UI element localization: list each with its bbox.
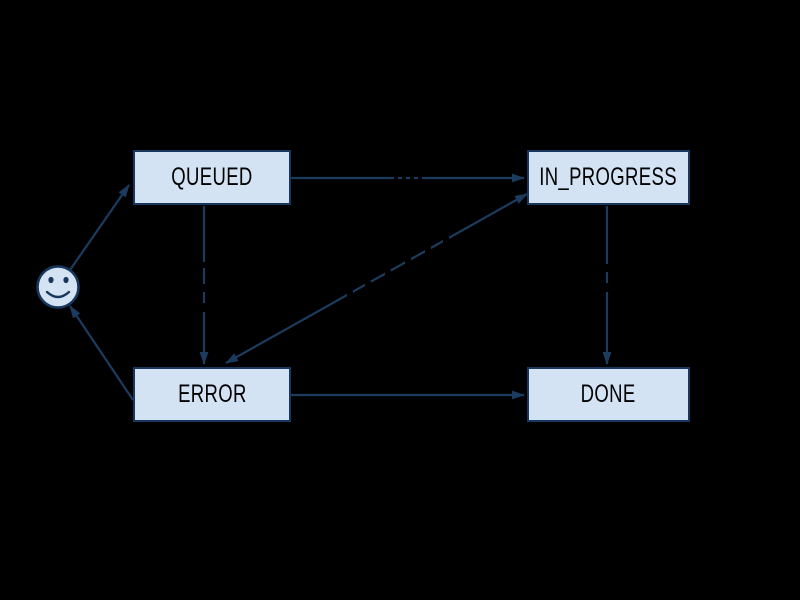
state-label-done: DONE [581,380,636,408]
state-node-queued: QUEUED [133,150,291,205]
state-node-done: DONE [527,367,690,422]
state-label-in-progress: IN_PROGRESS [539,163,678,191]
smiley-left-eye [48,276,54,284]
state-node-in-progress: IN_PROGRESS [527,150,690,205]
start-state-smiley-icon [36,265,80,309]
edge-error-to-start [69,305,134,401]
edge-in-progress-error-bidirectional [225,193,528,364]
state-label-error: ERROR [177,380,247,408]
state-node-error: ERROR [133,367,291,422]
edge-start-to-queued [69,184,130,271]
smiley-mouth [45,290,71,299]
hidden-edge-label-artifacts [199,170,612,312]
state-label-queued: QUEUED [171,163,253,191]
smiley-right-eye [63,276,69,284]
